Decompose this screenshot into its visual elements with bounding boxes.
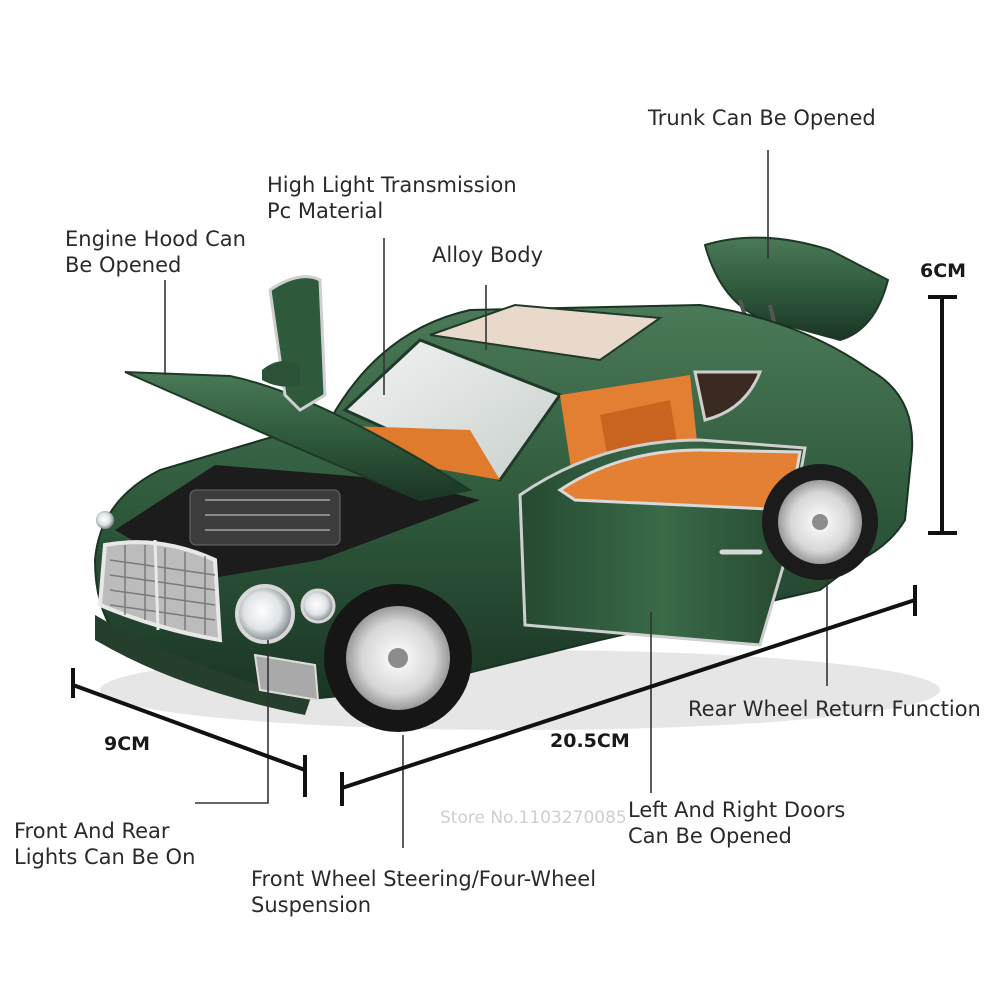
callout-rear-wheel: Rear Wheel Return Function: [688, 696, 981, 722]
callout-lights: Front And Rear Lights Can Be On: [14, 818, 195, 870]
door-window-frame: [557, 448, 802, 512]
callout-doors-line2: Can Be Opened: [628, 824, 792, 848]
callout-rear-wheel-text: Rear Wheel Return Function: [688, 697, 981, 721]
callout-trunk-text: Trunk Can Be Opened: [648, 106, 876, 130]
dimension-markers: [71, 295, 957, 806]
engine-block: [189, 489, 341, 546]
callout-lights-line1: Front And Rear: [14, 819, 170, 843]
side-headlight: [96, 511, 114, 529]
callout-alloy-body: Alloy Body: [432, 242, 543, 268]
front-grille: [97, 540, 223, 643]
callout-alloy-text: Alloy Body: [432, 243, 543, 267]
rear-wheel-hub: [812, 514, 828, 530]
callout-trunk: Trunk Can Be Opened: [648, 105, 876, 131]
headlight-small: [300, 588, 336, 624]
callout-hood-line2: Be Opened: [65, 253, 182, 277]
grille-center-bar: [153, 539, 160, 631]
dimension-length: 20.5CM: [550, 730, 630, 752]
grille-mesh: [109, 545, 216, 635]
trunk-lid: [703, 236, 890, 342]
callout-steering-line2: Suspension: [251, 893, 372, 917]
callout-doors: Left And Right Doors Can Be Opened: [628, 797, 845, 849]
engine-detail: [205, 499, 330, 531]
store-watermark: Store No.1103270085: [440, 808, 627, 828]
callout-steering-line1: Front Wheel Steering/Four-Wheel: [251, 867, 597, 891]
callout-lights-line2: Lights Can Be On: [14, 845, 196, 869]
headlight-main: [235, 584, 295, 644]
front-wheel-hub: [388, 648, 408, 668]
callout-pc-line1: High Light Transmission: [267, 173, 517, 197]
callout-doors-line1: Left And Right Doors: [628, 798, 846, 822]
lower-bumper: [95, 615, 310, 715]
callout-engine-hood: Engine Hood Can Be Opened: [65, 226, 246, 278]
callout-pc-line2: Pc Material: [267, 199, 384, 223]
callout-steering: Front Wheel Steering/Four-Wheel Suspensi…: [251, 866, 596, 918]
callout-pc-material: High Light Transmission Pc Material: [267, 172, 517, 224]
callout-hood-line1: Engine Hood Can: [65, 227, 246, 251]
lower-grille: [253, 653, 320, 702]
callout-leaders: [164, 150, 828, 848]
dimension-width: 9CM: [104, 733, 151, 755]
side-mirror: [262, 361, 300, 387]
dimension-height: 6CM: [920, 260, 967, 282]
rear-side-window: [693, 370, 763, 422]
